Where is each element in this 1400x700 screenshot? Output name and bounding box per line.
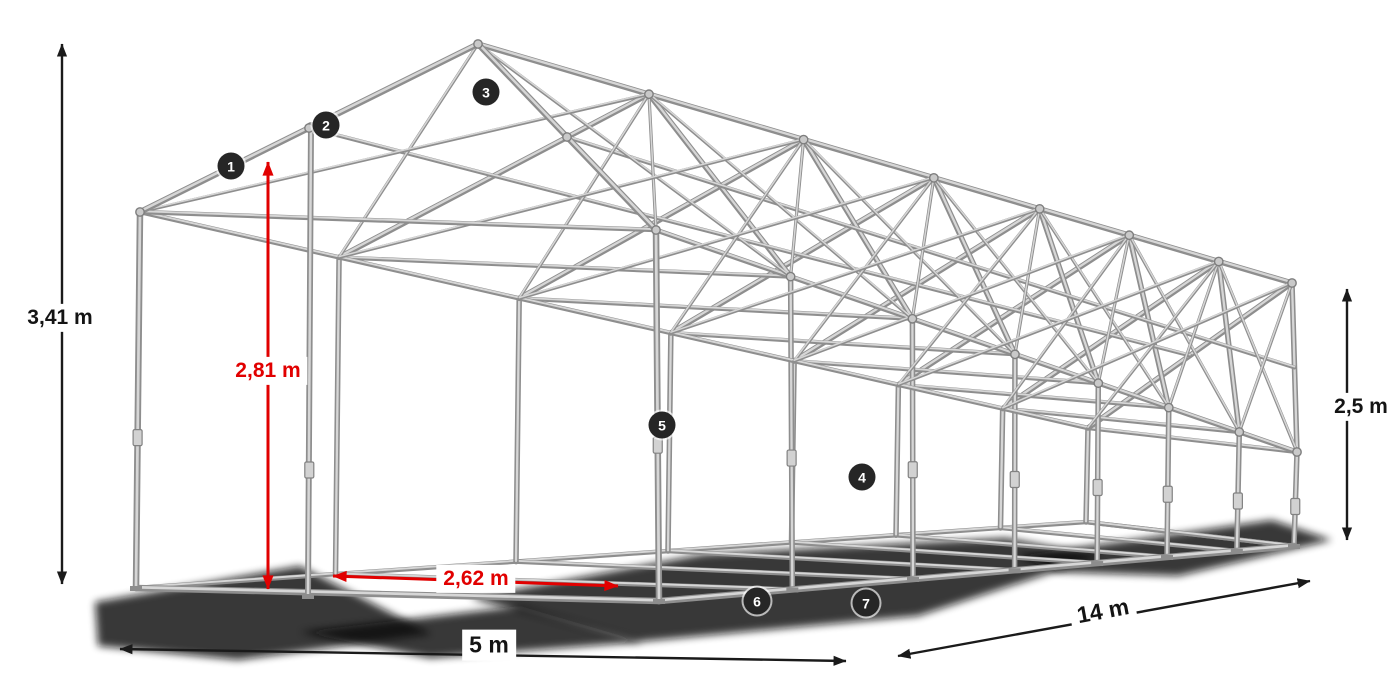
dimension-inner-height: 2,81 m xyxy=(228,356,308,386)
dimension-total-height: 3,41 m xyxy=(20,303,100,333)
tent-frame xyxy=(130,39,1302,605)
dimension-side-height: 2,5 m xyxy=(1327,392,1395,422)
feature-badge-7: 7 xyxy=(852,589,880,617)
feature-badge-6: 6 xyxy=(743,587,771,615)
dimension-front-width: 5 m xyxy=(462,629,516,661)
feature-badge-5: 5 xyxy=(648,411,676,439)
feature-badge-3: 3 xyxy=(472,78,500,106)
feature-badge-1: 1 xyxy=(217,152,245,180)
dimension-inner-width: 2,62 m xyxy=(436,564,516,594)
feature-badge-4: 4 xyxy=(848,463,876,491)
feature-badge-2: 2 xyxy=(312,111,340,139)
